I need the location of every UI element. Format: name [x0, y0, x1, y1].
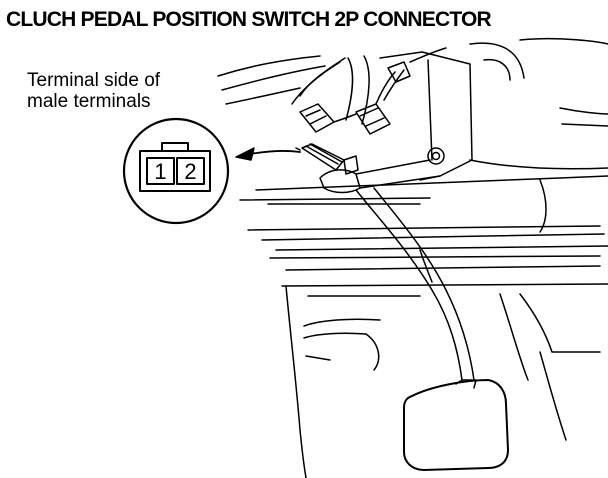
terminal-cavity-2 — [176, 157, 205, 185]
clutch-pedal-arm — [355, 187, 475, 381]
caption-line-2: male terminals — [27, 91, 151, 112]
caption-line-1: Terminal side of — [27, 70, 161, 91]
connector-lock-tab — [161, 142, 189, 152]
terminal-cavity-1 — [146, 157, 175, 185]
terminal-label-1: 1 — [154, 159, 166, 184]
clutch-switch-connector — [295, 143, 359, 175]
pedal-bracket-structure — [217, 37, 608, 287]
callout-circle — [122, 117, 230, 225]
lower-panel — [285, 285, 601, 478]
callout-arrow — [235, 147, 301, 161]
diagram-title: CLUCH PEDAL POSITION SWITCH 2P CONNECTOR — [6, 8, 492, 31]
bracket-bolt — [427, 147, 445, 165]
connector-face-callout: 1 2 — [122, 117, 230, 225]
terminal-side-caption: Terminal side of male terminals — [27, 70, 160, 112]
clutch-pedal-pad — [403, 379, 509, 471]
terminal-label-2: 2 — [184, 159, 196, 184]
